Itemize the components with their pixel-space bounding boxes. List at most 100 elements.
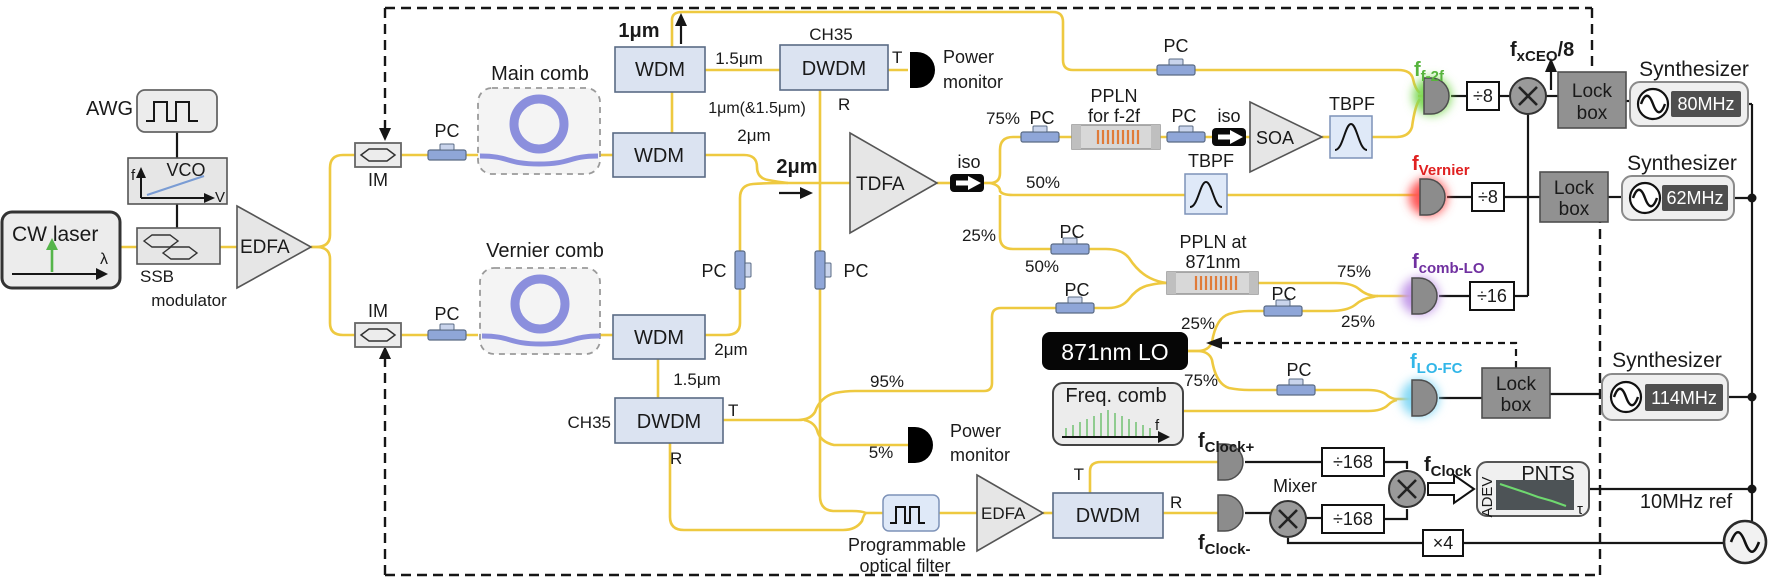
vco: VCO f V — [127, 157, 228, 206]
main-comb: Main comb — [477, 63, 601, 175]
d wdm-bottom-port-r: R — [670, 449, 682, 468]
divider-168-b — [1321, 504, 1385, 534]
label-f-clock-plus: fClock+ — [1198, 430, 1255, 456]
main-comb-label: Main comb — [491, 63, 589, 85]
detector-f-comb-lo — [1401, 277, 1439, 315]
ppln-f2f-label-2: for f-2f — [1088, 106, 1141, 126]
label-2um-main: 2μm — [737, 126, 770, 145]
lock-box-80-l1: Lock — [1572, 81, 1613, 102]
ssb-label-1: SSB — [140, 267, 174, 286]
awg-label: AWG — [86, 98, 133, 120]
prog-filter-label-2: optical filter — [859, 556, 950, 576]
adev-axis-label: ADEV — [1479, 477, 1496, 518]
vernier-comb: Vernier comb — [479, 240, 604, 355]
label-1um-and-15um: 1μm(&1.5μm) — [708, 100, 806, 117]
split-75: 75% — [986, 109, 1020, 128]
power-monitor-detector-top — [910, 52, 935, 88]
split-95: 95% — [870, 372, 904, 391]
ppln-stripes — [1096, 130, 1140, 144]
im-box — [354, 322, 402, 348]
divider-168-a — [1321, 447, 1385, 477]
prog-filter-label-1: Programmable — [848, 535, 966, 555]
freq-comb-f-axis: f — [1155, 417, 1160, 434]
synthesizer-114: Synthesizer 114MHz — [1601, 349, 1729, 421]
synthesizer-114-value: 114MHz — [1651, 388, 1717, 408]
divider-8-f2f — [1466, 81, 1500, 111]
lock-box-114: Lock box — [1481, 367, 1551, 419]
electrical-wires — [175, 94, 1757, 545]
mixer-fclock-out — [1387, 469, 1427, 509]
power-monitor-top-2: monitor — [943, 72, 1003, 92]
synthesizer-80: Synthesizer 80MHz — [1629, 58, 1749, 127]
synthesizer-80-value: 80MHz — [1677, 94, 1734, 114]
coupler-25: 25% — [1341, 312, 1375, 331]
pc-vertical-left — [734, 250, 752, 290]
lo-871-box — [1042, 332, 1188, 370]
pc-sfg-upper-label: PC — [1059, 222, 1084, 242]
tbpf-soa: TBPF — [1329, 94, 1375, 159]
pc-main — [427, 143, 467, 161]
synthesizer-114-title: Synthesizer — [1612, 349, 1722, 372]
mixer-clock-label: Mixer — [1273, 476, 1317, 496]
arrow-up-into-im-vernier — [379, 346, 391, 359]
divider-16 — [1469, 281, 1515, 311]
pulse-waveform-icon — [146, 101, 198, 122]
wdm-main-label: WDM — [634, 145, 684, 167]
dwdm-clock-label: DWDM — [1076, 505, 1140, 527]
divider-8-vernier-label: ÷8 — [1478, 187, 1498, 207]
vco-f-axis: f — [131, 167, 136, 184]
tdfa-triangle — [849, 131, 939, 235]
laser-line-icon — [46, 238, 58, 250]
detector-f-clock-minus — [1217, 494, 1244, 532]
pc-vernier — [427, 323, 467, 341]
edfa-triangle — [236, 204, 313, 290]
freq-comb-label: Freq. comb — [1065, 385, 1166, 407]
dwdm-top — [779, 44, 889, 91]
pc-vertical-right-label: PC — [843, 261, 868, 281]
tbpf-vernier: TBPF — [1184, 151, 1234, 215]
lock-box-114-l2: box — [1501, 395, 1532, 416]
isolator-2 — [1212, 128, 1246, 146]
divider-8-f2f-label: ÷8 — [1473, 86, 1493, 106]
mzm-arm-icon — [142, 234, 180, 248]
im-main: IM — [354, 142, 402, 190]
pnts-label: PNTS — [1521, 463, 1574, 485]
label-f-clock: fClock — [1424, 454, 1472, 480]
cw-laser-label: CW laser — [12, 223, 98, 246]
dwdm-clock-port-t: T — [1074, 465, 1084, 484]
ppln-871: PPLN at 871nm — [1166, 232, 1259, 295]
dwdm-bottom-port-t: T — [728, 401, 738, 420]
fclock-block-arrow — [1427, 473, 1476, 505]
label-2um-bold: 2μm — [776, 156, 817, 178]
cw-laser-box — [0, 210, 122, 290]
isolator-1 — [950, 174, 984, 192]
lock-box-62-l2: box — [1559, 199, 1590, 220]
split-25: 25% — [962, 226, 996, 245]
arrow-up-1um — [675, 13, 687, 26]
lock-box-62-l1: Lock — [1554, 178, 1595, 199]
mixer-xceo — [1508, 76, 1548, 116]
power-monitor-bottom-1: Power — [950, 421, 1001, 441]
arrow-up-fxceo — [1545, 58, 1557, 72]
im-label: IM — [368, 170, 388, 190]
label-f-comb-lo: fcomb-LO — [1412, 251, 1485, 277]
label-15um-vernier: 1.5μm — [673, 370, 721, 389]
ppln-stripes — [1194, 276, 1238, 290]
dwdm-top-ch35: CH35 — [809, 25, 852, 44]
dwdm-top-port-r: R — [838, 95, 850, 114]
lock-box-62: Lock box — [1539, 171, 1609, 223]
dwdm-bottom-ch35: CH35 — [568, 413, 611, 432]
cw-laser: CW laser λ — [0, 210, 122, 290]
pc-lo-75-label: PC — [1286, 360, 1311, 380]
pc-main-label: PC — [434, 121, 459, 141]
pc-lo-25-label: PC — [1271, 284, 1296, 304]
pc-vertical-right — [814, 250, 832, 290]
ssb-label-2: modulator — [151, 291, 227, 310]
ppln-f2f-label-1: PPLN — [1090, 86, 1137, 106]
feedback-dashed-border — [379, 6, 1602, 577]
adev-curve — [1499, 483, 1567, 507]
isolator-2-label: iso — [1217, 106, 1240, 126]
ring-resonator-icon — [510, 274, 570, 334]
label-f-clock-minus: fClock- — [1198, 532, 1251, 558]
